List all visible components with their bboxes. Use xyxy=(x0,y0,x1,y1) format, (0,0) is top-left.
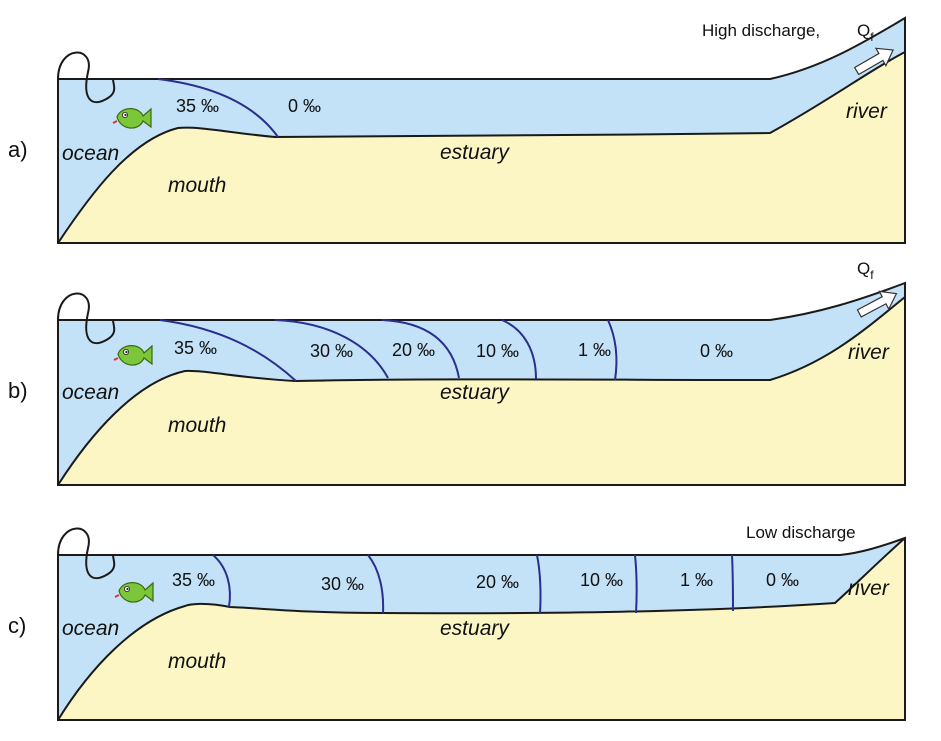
fish-icon xyxy=(114,581,154,603)
mouth-label: mouth xyxy=(168,414,226,437)
panel-c: c) 35 ‰ 30 ‰ 20 ‰ 10 ‰ 1 ‰ 0 ‰ ocean mou… xyxy=(8,523,906,721)
flow-symbol: Qf xyxy=(857,259,874,282)
panel-b-salinity-label: 20 ‰ xyxy=(392,340,435,360)
panel-c-salinity-label: 35 ‰ xyxy=(172,570,215,590)
panel-b-bed xyxy=(57,296,906,486)
panel-a-sediment xyxy=(58,52,905,243)
panel-b-label: b) xyxy=(8,378,28,403)
panel-a-bed xyxy=(57,51,906,244)
panel-c-salinity-label: 10 ‰ xyxy=(580,570,623,590)
panel-b-sediment xyxy=(58,297,905,485)
estuary-label: estuary xyxy=(440,381,510,404)
estuary-label: estuary xyxy=(440,141,510,164)
river-label: river xyxy=(848,341,890,364)
panel-a-salinity-label: 35 ‰ xyxy=(176,96,219,116)
panel-c-label: c) xyxy=(8,613,26,638)
wave-icon xyxy=(57,51,116,104)
wave-icon xyxy=(57,292,116,345)
panel-c-salinity-label: 0 ‰ xyxy=(766,570,799,590)
panel-b-outline xyxy=(57,281,906,486)
panel-c-isohaline xyxy=(212,554,231,608)
panel-c-water xyxy=(58,538,905,720)
ocean-label: ocean xyxy=(62,381,119,404)
panel-c-isohaline xyxy=(536,554,542,615)
panel-c-salinity-label: 30 ‰ xyxy=(321,574,364,594)
panel-c-isohaline xyxy=(731,554,734,612)
panel-c-sediment xyxy=(58,538,905,720)
panel-a: a) 35 ‰ 0 ‰ ocean mouth estuary river Hi… xyxy=(8,16,906,244)
flow-arrow-icon xyxy=(856,290,898,318)
river-label: river xyxy=(846,100,888,123)
panel-a-outline xyxy=(57,16,906,244)
panel-b-isohaline xyxy=(501,319,537,380)
panel-c-isohaline xyxy=(367,554,385,614)
panel-c-bed xyxy=(57,537,906,721)
wave-icon xyxy=(57,527,116,580)
mouth-label: mouth xyxy=(168,650,226,673)
panel-b-salinity-label: 1 ‰ xyxy=(578,340,611,360)
panel-c-isohaline xyxy=(634,554,638,614)
panel-b-salinity-label: 35 ‰ xyxy=(174,338,217,358)
ocean-label: ocean xyxy=(62,617,119,640)
panel-b-isohaline xyxy=(159,319,297,382)
ocean-label: ocean xyxy=(62,142,119,165)
panel-a-salinity-label: 0 ‰ xyxy=(288,96,321,116)
estuary-label: estuary xyxy=(440,617,510,640)
panel-b-water xyxy=(58,283,905,485)
panel-b-isohaline xyxy=(274,319,389,379)
panel-b-isohaline xyxy=(381,319,460,379)
fish-icon xyxy=(112,107,152,129)
panel-c-salinity-label: 20 ‰ xyxy=(476,572,519,592)
panel-b: b) 35 ‰ 30 ‰ 20 ‰ 10 ‰ 1 ‰ 0 ‰ ocean mou… xyxy=(8,259,906,486)
panel-b-salinity-label: 10 ‰ xyxy=(476,341,519,361)
panel-b-isohaline xyxy=(607,319,618,381)
panel-c-salinity-label: 1 ‰ xyxy=(680,570,713,590)
panel-b-salinity-label: 30 ‰ xyxy=(310,341,353,361)
panel-a-water xyxy=(58,18,905,243)
panel-c-outline xyxy=(57,536,906,721)
fish-icon xyxy=(113,344,153,366)
discharge-label: Low discharge xyxy=(746,523,856,542)
flow-arrow-icon xyxy=(853,47,894,76)
river-label: river xyxy=(848,577,890,600)
panel-a-isohaline xyxy=(157,78,279,138)
flow-symbol: Qf xyxy=(857,21,874,44)
panel-a-label: a) xyxy=(8,137,28,162)
panel-b-salinity-label: 0 ‰ xyxy=(700,341,733,361)
discharge-label: High discharge, xyxy=(702,21,820,40)
mouth-label: mouth xyxy=(168,174,226,197)
